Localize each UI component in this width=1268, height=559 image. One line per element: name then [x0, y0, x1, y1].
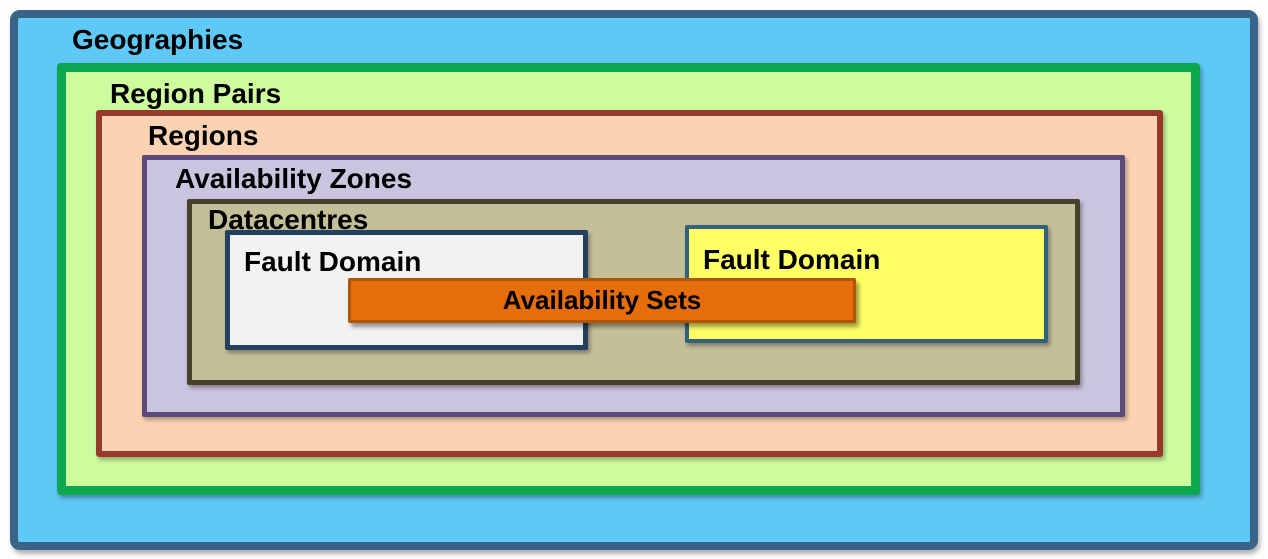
- box-regions: Regions Availability Zones Datacentres F…: [96, 110, 1163, 457]
- box-availability-zones-label: Availability Zones: [175, 163, 413, 194]
- box-region-pairs: Region Pairs Regions Availability Zones …: [57, 63, 1200, 495]
- box-availability-sets: Availability Sets: [348, 278, 856, 323]
- box-fault-domain-right: Fault Domain: [685, 225, 1048, 343]
- box-datacentres-label: Datacentres: [208, 204, 369, 235]
- box-availability-sets-label: Availability Sets: [502, 285, 702, 315]
- box-geographies-label: Geographies: [72, 24, 244, 55]
- box-region-pairs-label: Region Pairs: [110, 78, 282, 109]
- box-fault-domain-left-label: Fault Domain: [244, 246, 422, 277]
- box-availability-zones: Availability Zones Datacentres Fault Dom…: [142, 155, 1125, 417]
- box-geographies: Geographies Region Pairs Regions Availab…: [10, 10, 1258, 550]
- box-regions-label: Regions: [148, 120, 259, 151]
- box-fault-domain-right-label: Fault Domain: [703, 244, 881, 275]
- box-datacentres: Datacentres Fault Domain Fault Domain Av…: [187, 199, 1080, 385]
